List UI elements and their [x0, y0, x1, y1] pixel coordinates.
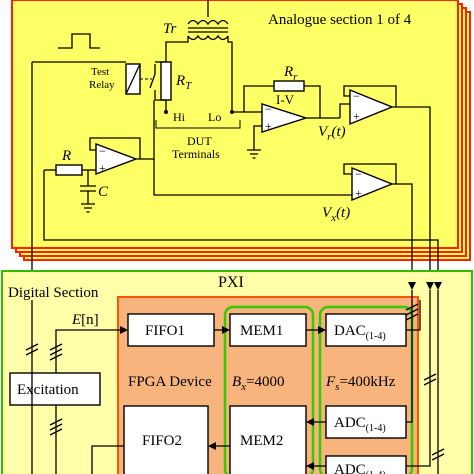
mem-block-frame-1	[223, 305, 315, 474]
fifo2-label: FIFO2	[142, 433, 182, 449]
mem2-label: MEM2	[240, 433, 283, 449]
transformer-icon	[165, 0, 233, 110]
test-pulse-icon	[58, 33, 100, 49]
dut-bracket	[155, 120, 241, 129]
ground-symbol	[247, 149, 261, 159]
dut-label-line2: Terminals	[172, 147, 220, 161]
r-resistor	[55, 164, 83, 176]
excitation-to-fifo1	[55, 329, 124, 373]
vx-buffer-plus: +	[355, 186, 362, 200]
excitation-block	[9, 372, 101, 406]
pxi-label: PXI	[218, 274, 244, 291]
transformer-label: Tr	[163, 21, 177, 37]
fs-label: Fs=400kHz	[325, 374, 396, 393]
vx-label: Vx(t)	[322, 205, 350, 224]
rr-label: Rr	[283, 64, 298, 83]
en-label: E[n]	[71, 312, 99, 328]
mem1-label: MEM1	[240, 323, 283, 339]
vx-buffer-opamp	[351, 166, 394, 202]
iv-opamp-plus: +	[265, 119, 272, 133]
vr-buffer-opamp	[349, 88, 394, 126]
adc-label-1: ADC(1-4)	[334, 415, 386, 434]
vr-buffer-minus: −	[353, 89, 360, 103]
analogue-card-front	[11, 0, 459, 249]
iv-opamp	[261, 103, 309, 133]
analogue-section: Analogue section 1 of 4 Tr Test Relay RT…	[11, 0, 471, 300]
drive-opamp-plus: +	[99, 161, 106, 175]
analogue-section-title: Analogue section 1 of 4	[268, 12, 412, 28]
mem1-block	[229, 313, 307, 347]
r-label: R	[61, 148, 71, 164]
lo-terminal-label: Lo	[208, 110, 221, 124]
test-relay-label-line1: Test	[91, 66, 109, 78]
drive-opamp-minus: −	[99, 144, 106, 158]
rt-resistor	[160, 61, 172, 101]
adc-block-2	[325, 455, 407, 474]
digital-section: Digital Section PXI FPGA Device Bx=4000 …	[1, 270, 473, 474]
fpga-device-label: FPGA Device	[128, 374, 212, 390]
c-label: C	[98, 184, 109, 200]
mem2-block	[229, 405, 307, 474]
vr-label: Vr(t)	[318, 124, 346, 143]
iv-amplifier-label: I-V	[276, 92, 295, 107]
bx-label: Bx=4000	[232, 374, 285, 393]
adc-label-2: ADC(1-4)	[334, 462, 386, 474]
iv-opamp-minus: −	[265, 102, 272, 116]
vx-buffer-minus: −	[355, 167, 362, 181]
relay-switch	[149, 64, 156, 100]
dac-block	[325, 313, 407, 347]
digital-section-title: Digital Section	[8, 285, 99, 301]
bus-markers	[25, 303, 445, 461]
vr-buffer-plus: +	[353, 109, 360, 123]
fifo1-block	[127, 313, 215, 347]
test-relay-label-line2: Relay	[89, 79, 115, 91]
excitation-label: Excitation	[17, 382, 79, 398]
rt-label: RT	[175, 73, 192, 92]
dut-label-line1: DUT	[187, 134, 212, 148]
dac-label: DAC(1-4)	[334, 323, 386, 342]
adc-block-1	[325, 405, 407, 439]
hi-terminal	[164, 110, 168, 114]
hi-terminal-label: Hi	[173, 110, 186, 124]
rr-resistor	[273, 80, 305, 92]
drive-opamp	[95, 142, 138, 176]
fifo1-label: FIFO1	[145, 323, 185, 339]
